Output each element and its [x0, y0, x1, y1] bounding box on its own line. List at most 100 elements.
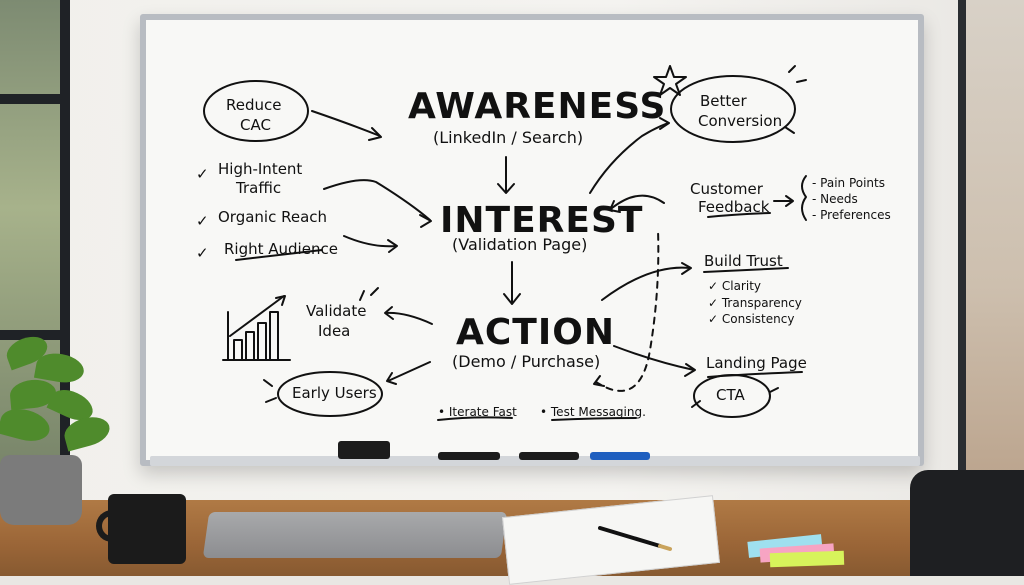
- reduce-cac-oval: [203, 80, 309, 142]
- star-icon: [653, 65, 687, 96]
- arrow-icon: [613, 345, 695, 371]
- stage-awareness-subtitle: (LinkedIn / Search): [433, 128, 584, 147]
- better-conversion-oval: [670, 75, 796, 143]
- stage-awareness-title: AWARENESS: [408, 86, 667, 127]
- arrow-icon: [659, 117, 670, 130]
- sparkle: [691, 400, 701, 408]
- arrow-icon: [611, 194, 665, 209]
- bar-chart-icon: [245, 331, 255, 361]
- bar-chart-icon: [257, 322, 267, 361]
- sticky-note: [769, 550, 845, 568]
- feedback-point: - Pain Points: [812, 176, 885, 190]
- office-chair: [910, 470, 1024, 576]
- underline: [707, 212, 771, 218]
- bar-chart-icon: [229, 295, 285, 337]
- sparkle: [370, 287, 379, 296]
- reduce-cac-line2: CAC: [240, 116, 271, 134]
- underline: [707, 371, 803, 378]
- arrow-icon: [609, 200, 621, 213]
- underline: [437, 416, 513, 421]
- underline: [235, 249, 323, 261]
- marker-black: [438, 452, 500, 460]
- arrow-icon: [684, 363, 696, 377]
- arrow-icon: [386, 372, 397, 385]
- arrow-icon: [785, 195, 794, 207]
- sparkle: [784, 126, 795, 134]
- whiteboard-tray: [150, 456, 920, 466]
- stage-interest-title: INTEREST: [440, 200, 644, 241]
- pen-body: [598, 526, 662, 548]
- stage-action-title: ACTION: [456, 312, 615, 353]
- arrow-icon: [503, 293, 521, 305]
- sparkle: [263, 379, 273, 387]
- sparkle: [788, 65, 796, 73]
- sparkle: [769, 387, 779, 393]
- bottom-note: • Test Messaging.: [540, 405, 646, 419]
- trust-point: ✓ Transparency: [708, 296, 802, 310]
- checklist-item: High-Intent: [218, 160, 303, 178]
- arrow-icon: [387, 239, 398, 253]
- bar-chart-icon: [275, 295, 286, 306]
- bar-chart-icon: [269, 311, 279, 361]
- pen-tip: [658, 544, 672, 551]
- underline: [551, 417, 637, 421]
- arrow-icon: [311, 110, 381, 137]
- customer-feedback-line2: Feedback: [698, 198, 770, 216]
- bracket: [801, 175, 807, 221]
- trust-point: ✓ Consistency: [708, 312, 795, 326]
- landing-page-label: Landing Page: [706, 354, 807, 372]
- check-icon: ✓: [196, 244, 209, 262]
- checklist-item: Organic Reach: [218, 208, 328, 226]
- reduce-cac-line1: Reduce: [226, 96, 282, 114]
- office-glass-partition: [958, 0, 1024, 520]
- bottom-note: • Iterate Fast: [438, 405, 517, 419]
- arrow-icon: [497, 183, 515, 194]
- better-conversion-line1: Better: [700, 92, 747, 110]
- arrow-icon: [343, 235, 397, 248]
- window-frame-bar: [0, 330, 70, 340]
- check-icon: ✓: [196, 165, 209, 183]
- window-frame-bar: [0, 94, 70, 104]
- validate-idea-line1: Validate: [306, 302, 367, 320]
- underline: [703, 267, 789, 273]
- check-icon: ✓: [196, 212, 209, 230]
- stage-interest-subtitle: (Validation Page): [452, 235, 588, 254]
- arrow-icon: [419, 214, 432, 228]
- arrow-icon: [384, 306, 394, 320]
- marker-black: [519, 452, 579, 460]
- trust-point: ✓ Clarity: [708, 279, 762, 293]
- cta-label: CTA: [716, 386, 745, 404]
- sparkle: [796, 79, 807, 83]
- arrow-icon: [323, 179, 431, 221]
- whiteboard: [140, 14, 924, 466]
- dashed-loop: [595, 229, 660, 392]
- arrow-icon: [593, 375, 605, 387]
- validate-idea-line2: Idea: [318, 322, 351, 340]
- arrow-icon: [387, 361, 431, 382]
- marker-blue: [590, 452, 650, 460]
- bar-chart-icon: [233, 339, 243, 361]
- sparkle: [265, 397, 277, 403]
- sparkle: [359, 290, 365, 301]
- checklist-item: Right Audience: [224, 240, 338, 258]
- early-users-oval: [277, 371, 383, 417]
- arrow-icon: [601, 266, 691, 301]
- arrow-icon: [385, 311, 433, 325]
- early-users-label: Early Users: [292, 384, 377, 402]
- better-conversion-line2: Conversion: [698, 112, 783, 130]
- plant-pot: [0, 455, 82, 525]
- build-trust-label: Build Trust: [704, 252, 783, 270]
- stage-action-subtitle: (Demo / Purchase): [452, 352, 601, 371]
- arrow-icon: [589, 122, 669, 194]
- whiteboard-eraser: [338, 441, 390, 459]
- arrow-icon: [368, 127, 382, 141]
- arrow-icon: [681, 262, 692, 275]
- customer-feedback-line1: Customer: [690, 180, 763, 198]
- coffee-mug: [108, 494, 186, 564]
- checklist-item: Traffic: [236, 179, 282, 197]
- feedback-point: - Preferences: [812, 208, 891, 222]
- feedback-point: - Needs: [812, 192, 858, 206]
